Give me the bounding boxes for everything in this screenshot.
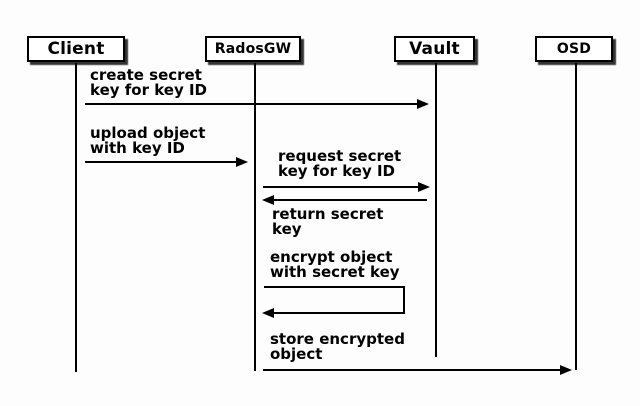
message-label-return-secret-key: return secret key — [272, 205, 384, 238]
message-arrow-return-secret-key — [274, 199, 427, 201]
self-message-arrow-bottom — [274, 312, 405, 314]
arrowhead-left-icon — [262, 308, 274, 318]
arrowhead-right-icon — [560, 365, 572, 375]
arrowhead-right-icon — [236, 157, 248, 167]
message-label-encrypt-object: encrypt object with secret key — [270, 248, 400, 281]
actor-box-client: Client — [27, 36, 125, 62]
message-label-upload-object: upload object with key ID — [90, 124, 206, 157]
actor-box-vault: Vault — [394, 36, 475, 62]
actor-label-client: Client — [47, 39, 105, 59]
message-arrow-store-encrypted-object — [263, 369, 560, 371]
lifeline-radosgw — [254, 63, 256, 371]
self-message-arrow-side — [403, 286, 405, 314]
actor-label-osd: OSD — [556, 41, 592, 57]
actor-box-radosgw: RadosGW — [205, 36, 301, 62]
arrowhead-right-icon — [417, 99, 429, 109]
self-message-arrow-top — [264, 286, 405, 288]
actor-label-radosgw: RadosGW — [214, 41, 292, 57]
arrowhead-left-icon — [262, 195, 274, 205]
actor-box-osd: OSD — [535, 36, 613, 62]
lifeline-osd — [575, 63, 577, 370]
message-label-create-secret-key: create secret key for key ID — [90, 66, 207, 99]
lifeline-vault — [435, 63, 437, 357]
message-label-store-encrypted-object: store encrypted object — [270, 330, 405, 363]
message-label-request-secret-key: request secret key for key ID — [278, 147, 402, 180]
message-arrow-request-secret-key — [263, 186, 418, 188]
lifeline-client — [75, 63, 77, 372]
actor-label-vault: Vault — [409, 39, 460, 59]
message-arrow-upload-object — [85, 161, 236, 163]
message-arrow-create-secret-key — [85, 103, 418, 105]
arrowhead-right-icon — [418, 182, 430, 192]
